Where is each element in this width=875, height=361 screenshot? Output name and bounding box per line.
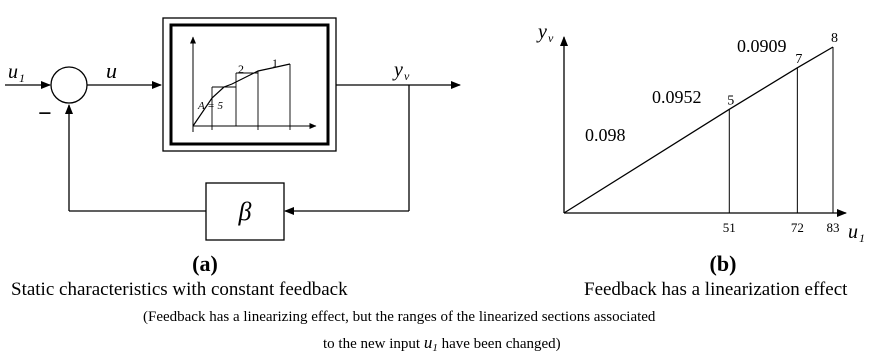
point-label: 7 bbox=[795, 52, 802, 67]
inset-label-a: A = 5 bbox=[197, 100, 223, 112]
chart-b: y v u 1 5 51 7 72 8 83 0.098 0.0952 0.0909 (b) bbox=[536, 21, 865, 276]
characteristic-line bbox=[563, 46, 834, 214]
point-label: 8 bbox=[831, 31, 838, 46]
inset-label-1: 1 bbox=[272, 56, 278, 70]
x-axis-label-sub: 1 bbox=[859, 231, 865, 245]
slope-label: 0.0909 bbox=[737, 36, 787, 56]
output-label-sub: v bbox=[404, 69, 410, 83]
y-axis-label-sub: v bbox=[548, 31, 554, 45]
summing-junction bbox=[50, 66, 88, 104]
input-label: u bbox=[8, 61, 18, 83]
plant-block-inner bbox=[169, 23, 330, 146]
note-line-2-before: to the new input bbox=[323, 336, 421, 352]
panel-b-letter: (b) bbox=[710, 251, 737, 276]
inset-characteristic: 2 1 A = 5 bbox=[190, 36, 317, 132]
caption-b: Feedback has a linearization effect bbox=[584, 279, 848, 300]
slope-label: 0.098 bbox=[585, 125, 626, 145]
x-tick-label: 51 bbox=[723, 220, 736, 235]
x-tick-label: 72 bbox=[791, 220, 804, 235]
note-line-2-var: u bbox=[423, 333, 433, 352]
point-label: 5 bbox=[727, 93, 734, 108]
feedback-block-label: β bbox=[238, 197, 252, 226]
plant-block-outer bbox=[162, 17, 337, 152]
inset-label-2: 2 bbox=[238, 62, 244, 76]
note-line-2: to the new input u1 have been changed) bbox=[323, 333, 561, 354]
slope-label: 0.0952 bbox=[652, 87, 702, 107]
note-line-2-after: have been changed) bbox=[441, 336, 561, 352]
minus-sign: − bbox=[38, 101, 52, 127]
y-axis-label: y bbox=[536, 21, 547, 43]
caption-a: Static characteristics with constant fee… bbox=[11, 279, 348, 300]
block-diagram: u 1 − u 2 1 A = 5 y v bbox=[5, 17, 461, 276]
inset-curve bbox=[192, 63, 291, 127]
panel-a-letter: (a) bbox=[192, 251, 218, 276]
note-line-2-sub: 1 bbox=[432, 342, 438, 354]
x-axis-label: u bbox=[848, 221, 858, 243]
output-label: y bbox=[392, 59, 403, 81]
input-label-sub: 1 bbox=[19, 71, 25, 85]
note-line-1: (Feedback has a linearizing effect, but … bbox=[143, 309, 656, 325]
signal-u-label: u bbox=[106, 58, 117, 83]
x-tick-label: 83 bbox=[827, 220, 840, 235]
chart-marks: 5 51 7 72 8 83 0.098 0.0952 0.0909 bbox=[563, 31, 840, 235]
